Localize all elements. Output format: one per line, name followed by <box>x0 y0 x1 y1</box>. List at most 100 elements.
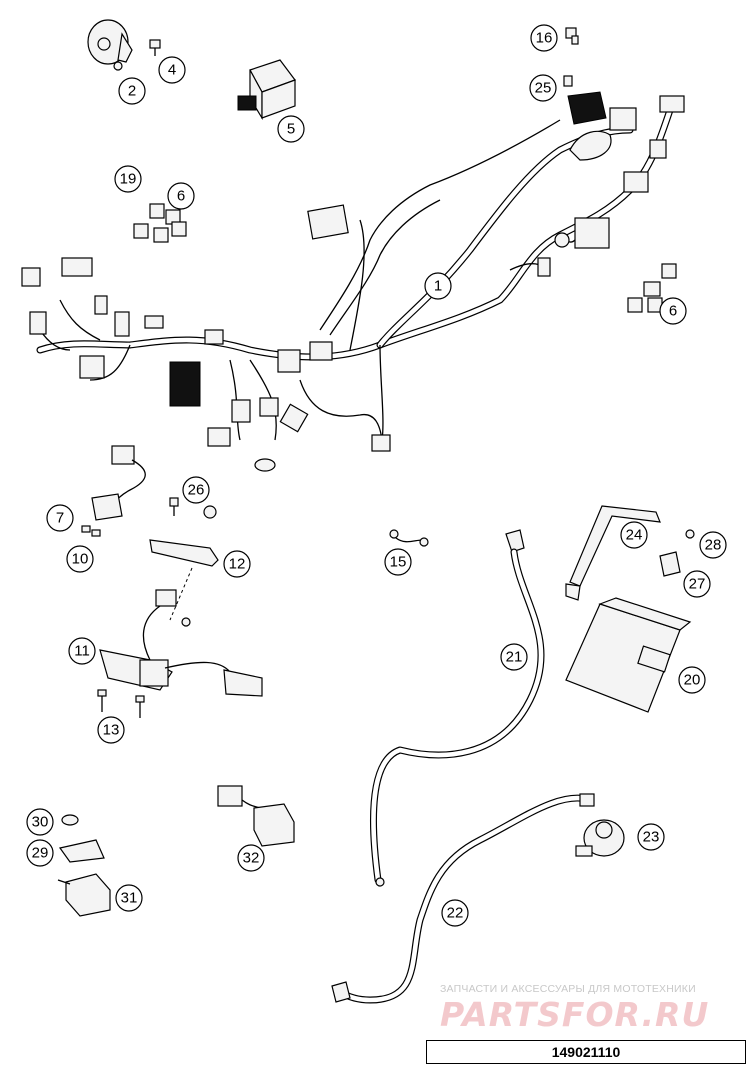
callout-26: 26 <box>182 476 210 504</box>
harness-connector <box>609 107 637 131</box>
callout-30: 30 <box>26 808 54 836</box>
callout-19: 19 <box>114 165 142 193</box>
part-5-relay <box>237 59 296 121</box>
part-16-fuse <box>565 27 579 45</box>
callout-32: 32 <box>237 844 265 872</box>
svg-text:22: 22 <box>447 905 464 922</box>
callout-5: 5 <box>277 115 305 143</box>
callout-28: 28 <box>699 531 727 559</box>
part-27-bracket <box>659 551 681 577</box>
watermark-logo: PARTSFOR.RU <box>440 995 710 1034</box>
harness-terminal <box>254 458 276 472</box>
part-4-screw <box>149 39 161 56</box>
harness-connector <box>537 257 551 277</box>
svg-text:15: 15 <box>390 554 407 571</box>
svg-text:6: 6 <box>669 303 677 320</box>
harness-connector <box>574 217 610 249</box>
part-28-nut <box>685 529 695 539</box>
harness-connector <box>144 315 164 329</box>
part-31-relay <box>57 873 111 917</box>
svg-text:20: 20 <box>684 672 701 689</box>
harness-connector <box>29 311 47 335</box>
svg-text:2: 2 <box>128 83 136 100</box>
part-20-battery <box>565 597 692 713</box>
callout-2: 2 <box>118 77 146 105</box>
part-13-screws <box>97 689 145 718</box>
part-30-screw <box>61 814 79 826</box>
part-25-fuse <box>563 75 573 87</box>
callout-27: 27 <box>683 570 711 598</box>
svg-text:12: 12 <box>229 556 246 573</box>
part-10-screws <box>81 525 101 537</box>
harness-connector <box>371 434 391 452</box>
harness-connector <box>231 399 251 423</box>
harness-clip <box>569 130 612 161</box>
callout-12: 12 <box>223 550 251 578</box>
svg-text:11: 11 <box>74 643 90 660</box>
callout-29: 29 <box>26 839 54 867</box>
svg-text:4: 4 <box>168 62 176 79</box>
harness-connector <box>279 403 309 433</box>
harness-connector <box>114 311 130 337</box>
part-11-regulator <box>99 589 263 697</box>
harness-connector <box>623 171 649 193</box>
part-2-horn <box>87 19 133 71</box>
svg-text:1: 1 <box>434 278 442 295</box>
svg-text:25: 25 <box>535 80 552 97</box>
callout-11: 11 <box>68 637 96 665</box>
callout-13: 13 <box>97 716 125 744</box>
callout-7: 7 <box>46 504 74 532</box>
part-21-cable <box>370 529 545 887</box>
callout-6-left: 6 <box>167 182 195 210</box>
harness-connector <box>204 329 224 345</box>
harness-connector <box>61 257 93 277</box>
svg-text:7: 7 <box>56 510 64 527</box>
part-22-cable <box>331 793 595 1004</box>
fuse-box <box>169 361 201 407</box>
harness-grommet <box>554 232 570 248</box>
svg-text:10: 10 <box>72 551 89 568</box>
part-24-strap <box>565 505 661 601</box>
harness-connector-dark <box>567 91 607 125</box>
callout-16: 16 <box>530 24 558 52</box>
watermark-tagline: ЗАПЧАСТИ И АКСЕССУАРЫ ДЛЯ МОТОТЕХНИКИ <box>440 983 696 995</box>
part-19-fuse-set <box>133 203 187 243</box>
harness-connector <box>207 427 231 447</box>
part-32-relay <box>217 785 295 847</box>
part-12-bracket <box>149 539 219 621</box>
svg-text:28: 28 <box>705 537 722 554</box>
callout-20: 20 <box>678 666 706 694</box>
harness-connector <box>94 295 108 315</box>
callout-15: 15 <box>384 548 412 576</box>
harness-connector <box>649 139 667 159</box>
svg-text:26: 26 <box>188 482 205 499</box>
main-wiring-harness <box>21 91 685 472</box>
harness-connector <box>309 341 333 361</box>
harness-connector <box>259 397 279 417</box>
callout-10: 10 <box>66 545 94 573</box>
callout-31: 31 <box>115 884 143 912</box>
svg-text:13: 13 <box>103 722 120 739</box>
callout-25: 25 <box>529 74 557 102</box>
svg-text:24: 24 <box>626 527 643 544</box>
harness-connector <box>307 204 349 240</box>
svg-text:19: 19 <box>120 171 137 188</box>
part-26-screws <box>169 497 217 519</box>
svg-text:29: 29 <box>32 845 49 862</box>
callout-1: 1 <box>424 272 452 300</box>
callout-6-right: 6 <box>659 297 687 325</box>
callout-4: 4 <box>158 56 186 84</box>
callout-24: 24 <box>620 521 648 549</box>
svg-text:30: 30 <box>32 814 49 831</box>
callout-22: 22 <box>441 899 469 927</box>
part-29-bracket <box>58 839 105 863</box>
part-7-sensor <box>91 445 146 521</box>
svg-text:21: 21 <box>506 649 523 666</box>
svg-text:27: 27 <box>689 576 706 593</box>
harness-connector <box>659 95 685 113</box>
part-6-fuse-set <box>627 263 677 313</box>
svg-text:23: 23 <box>643 829 660 846</box>
harness-connector <box>21 267 41 287</box>
diagram-id-box: 149021110 <box>426 1040 746 1064</box>
